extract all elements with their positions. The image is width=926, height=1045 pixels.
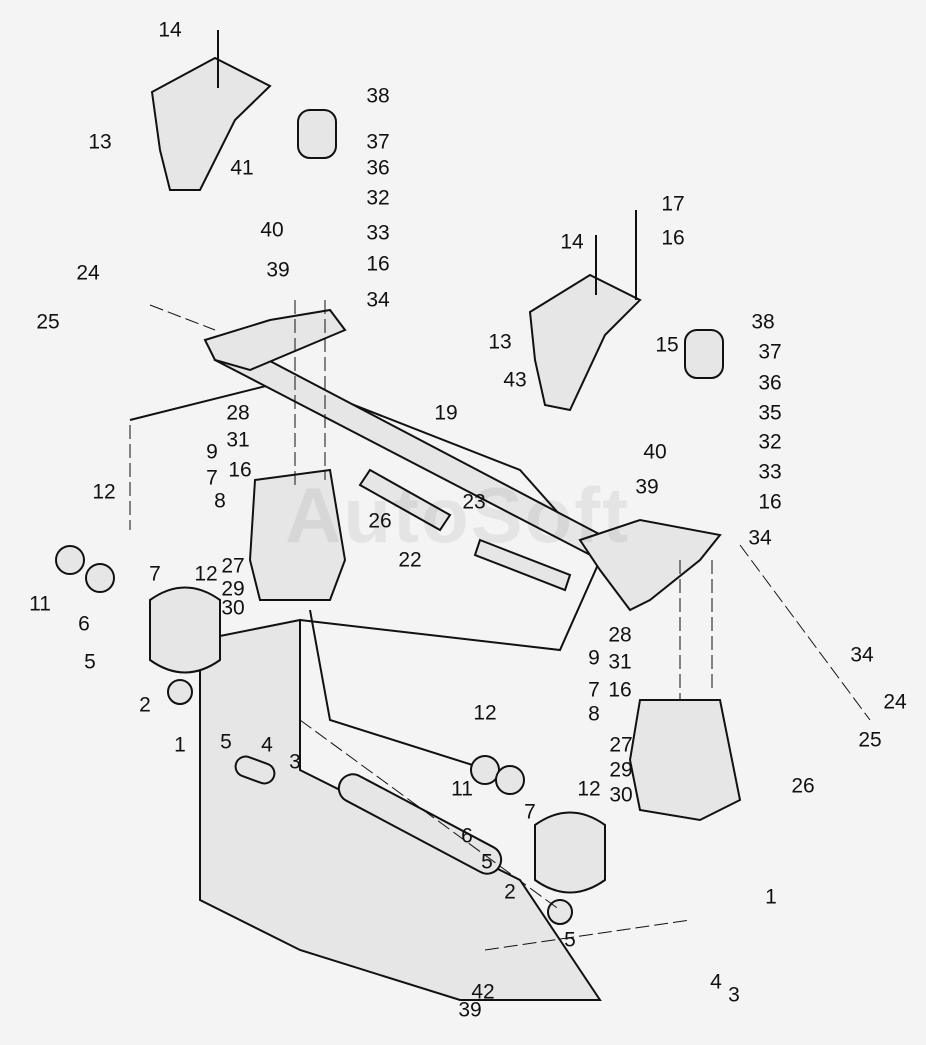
part-number-label: 35 xyxy=(758,401,782,425)
part-number-label: 16 xyxy=(608,678,632,702)
part-number-label: 7 xyxy=(149,562,161,586)
part-number-label: 4 xyxy=(710,970,722,994)
part-number-label: 26 xyxy=(368,509,392,533)
part-number-label: 5 xyxy=(481,850,493,874)
part-number-label: 32 xyxy=(758,430,782,454)
cab-lock-right-26 xyxy=(628,699,742,822)
part-number-label: 33 xyxy=(366,221,390,245)
part-number-label: 28 xyxy=(608,623,632,647)
part-number-label: 16 xyxy=(228,458,252,482)
air-spring-right xyxy=(534,811,606,925)
part-number-label: 25 xyxy=(858,728,882,752)
part-number-label: 2 xyxy=(139,693,151,717)
part-number-label: 31 xyxy=(608,650,632,674)
part-number-label: 24 xyxy=(76,261,100,285)
part-number-label: 29 xyxy=(609,758,633,782)
part-number-label: 36 xyxy=(758,371,782,395)
part-number-label: 29 xyxy=(221,577,245,601)
leader-lines xyxy=(129,300,871,951)
part-number-label: 27 xyxy=(221,554,245,578)
part-number-label: 1 xyxy=(174,733,186,757)
part-number-label: 12 xyxy=(577,777,601,801)
part-number-label: 5 xyxy=(564,928,576,952)
part-number-label: 34 xyxy=(748,526,772,550)
part-number-label: 34 xyxy=(366,288,390,312)
part-number-label: 13 xyxy=(88,130,112,154)
part-number-label: 30 xyxy=(609,783,633,807)
part-number-label: 33 xyxy=(758,460,782,484)
part-number-label: 13 xyxy=(488,330,512,354)
part-number-label: 16 xyxy=(366,252,390,276)
part-number-label: 14 xyxy=(560,230,584,254)
part-number-label: 14 xyxy=(158,18,182,42)
part-number-label: 40 xyxy=(260,218,284,242)
part-number-label: 16 xyxy=(758,490,782,514)
hinge-shaft-22 xyxy=(358,468,572,592)
rubber-buffer-38 xyxy=(297,109,724,379)
part-number-label: 4 xyxy=(261,733,273,757)
part-number-label: 1 xyxy=(765,885,777,909)
part-number-label: 9 xyxy=(588,646,600,670)
part-number-label: 3 xyxy=(289,750,301,774)
air-spring-left xyxy=(149,586,221,705)
part-number-label: 38 xyxy=(751,310,775,334)
part-number-label: 39 xyxy=(266,258,290,282)
part-number-label: 23 xyxy=(462,490,486,514)
part-number-label: 5 xyxy=(84,650,96,674)
part-number-label: 34 xyxy=(850,643,874,667)
part-number-label: 6 xyxy=(461,824,473,848)
part-number-label: 12 xyxy=(194,562,218,586)
part-number-label: 26 xyxy=(791,774,815,798)
part-number-label: 38 xyxy=(366,84,390,108)
part-number-label: 17 xyxy=(661,192,685,216)
part-number-label: 39 xyxy=(458,998,482,1022)
part-number-label: 32 xyxy=(366,186,390,210)
part-number-label: 11 xyxy=(451,777,473,801)
part-number-label: 19 xyxy=(434,401,458,425)
part-number-label: 40 xyxy=(643,440,667,464)
part-number-label: 43 xyxy=(503,368,527,392)
part-number-label: 39 xyxy=(635,475,659,499)
part-number-label: 30 xyxy=(221,596,245,620)
part-number-label: 25 xyxy=(36,310,60,334)
part-number-label: 31 xyxy=(226,428,250,452)
part-number-label: 36 xyxy=(366,156,390,180)
part-number-label: 8 xyxy=(214,489,226,513)
cab-lock-left-26 xyxy=(248,468,347,601)
part-number-label: 5 xyxy=(220,730,232,754)
part-number-label: 42 xyxy=(471,980,495,1004)
part-number-label: 27 xyxy=(609,733,633,757)
part-number-label: 41 xyxy=(230,156,254,180)
part-number-label: 28 xyxy=(226,401,250,425)
part-number-label: 15 xyxy=(655,333,679,357)
part-number-label: 7 xyxy=(524,800,536,824)
watermark: AutoSoft xyxy=(285,471,631,559)
part-number-label: 12 xyxy=(473,701,497,725)
part-number-label: 24 xyxy=(883,690,907,714)
part-number-label: 7 xyxy=(206,466,218,490)
bushings-11 xyxy=(55,545,525,795)
part-number-label: 9 xyxy=(206,440,218,464)
part-number-label: 2 xyxy=(504,880,516,904)
part-number-label: 37 xyxy=(758,340,782,364)
part-number-label: 37 xyxy=(366,130,390,154)
part-number-label: 12 xyxy=(92,480,116,504)
stabilizer-bar-19 xyxy=(203,308,722,612)
part-number-label: 16 xyxy=(661,226,685,250)
part-number-label: 3 xyxy=(728,983,740,1007)
part-number-label: 11 xyxy=(29,592,51,616)
frame-rail-left xyxy=(199,618,602,1001)
bracket-13-right xyxy=(528,210,642,412)
part-number-label: 22 xyxy=(398,548,422,572)
bracket-13-top xyxy=(150,30,272,191)
part-number-label: 8 xyxy=(588,702,600,726)
part-number-label: 6 xyxy=(78,612,90,636)
part-number-label: 7 xyxy=(588,678,600,702)
